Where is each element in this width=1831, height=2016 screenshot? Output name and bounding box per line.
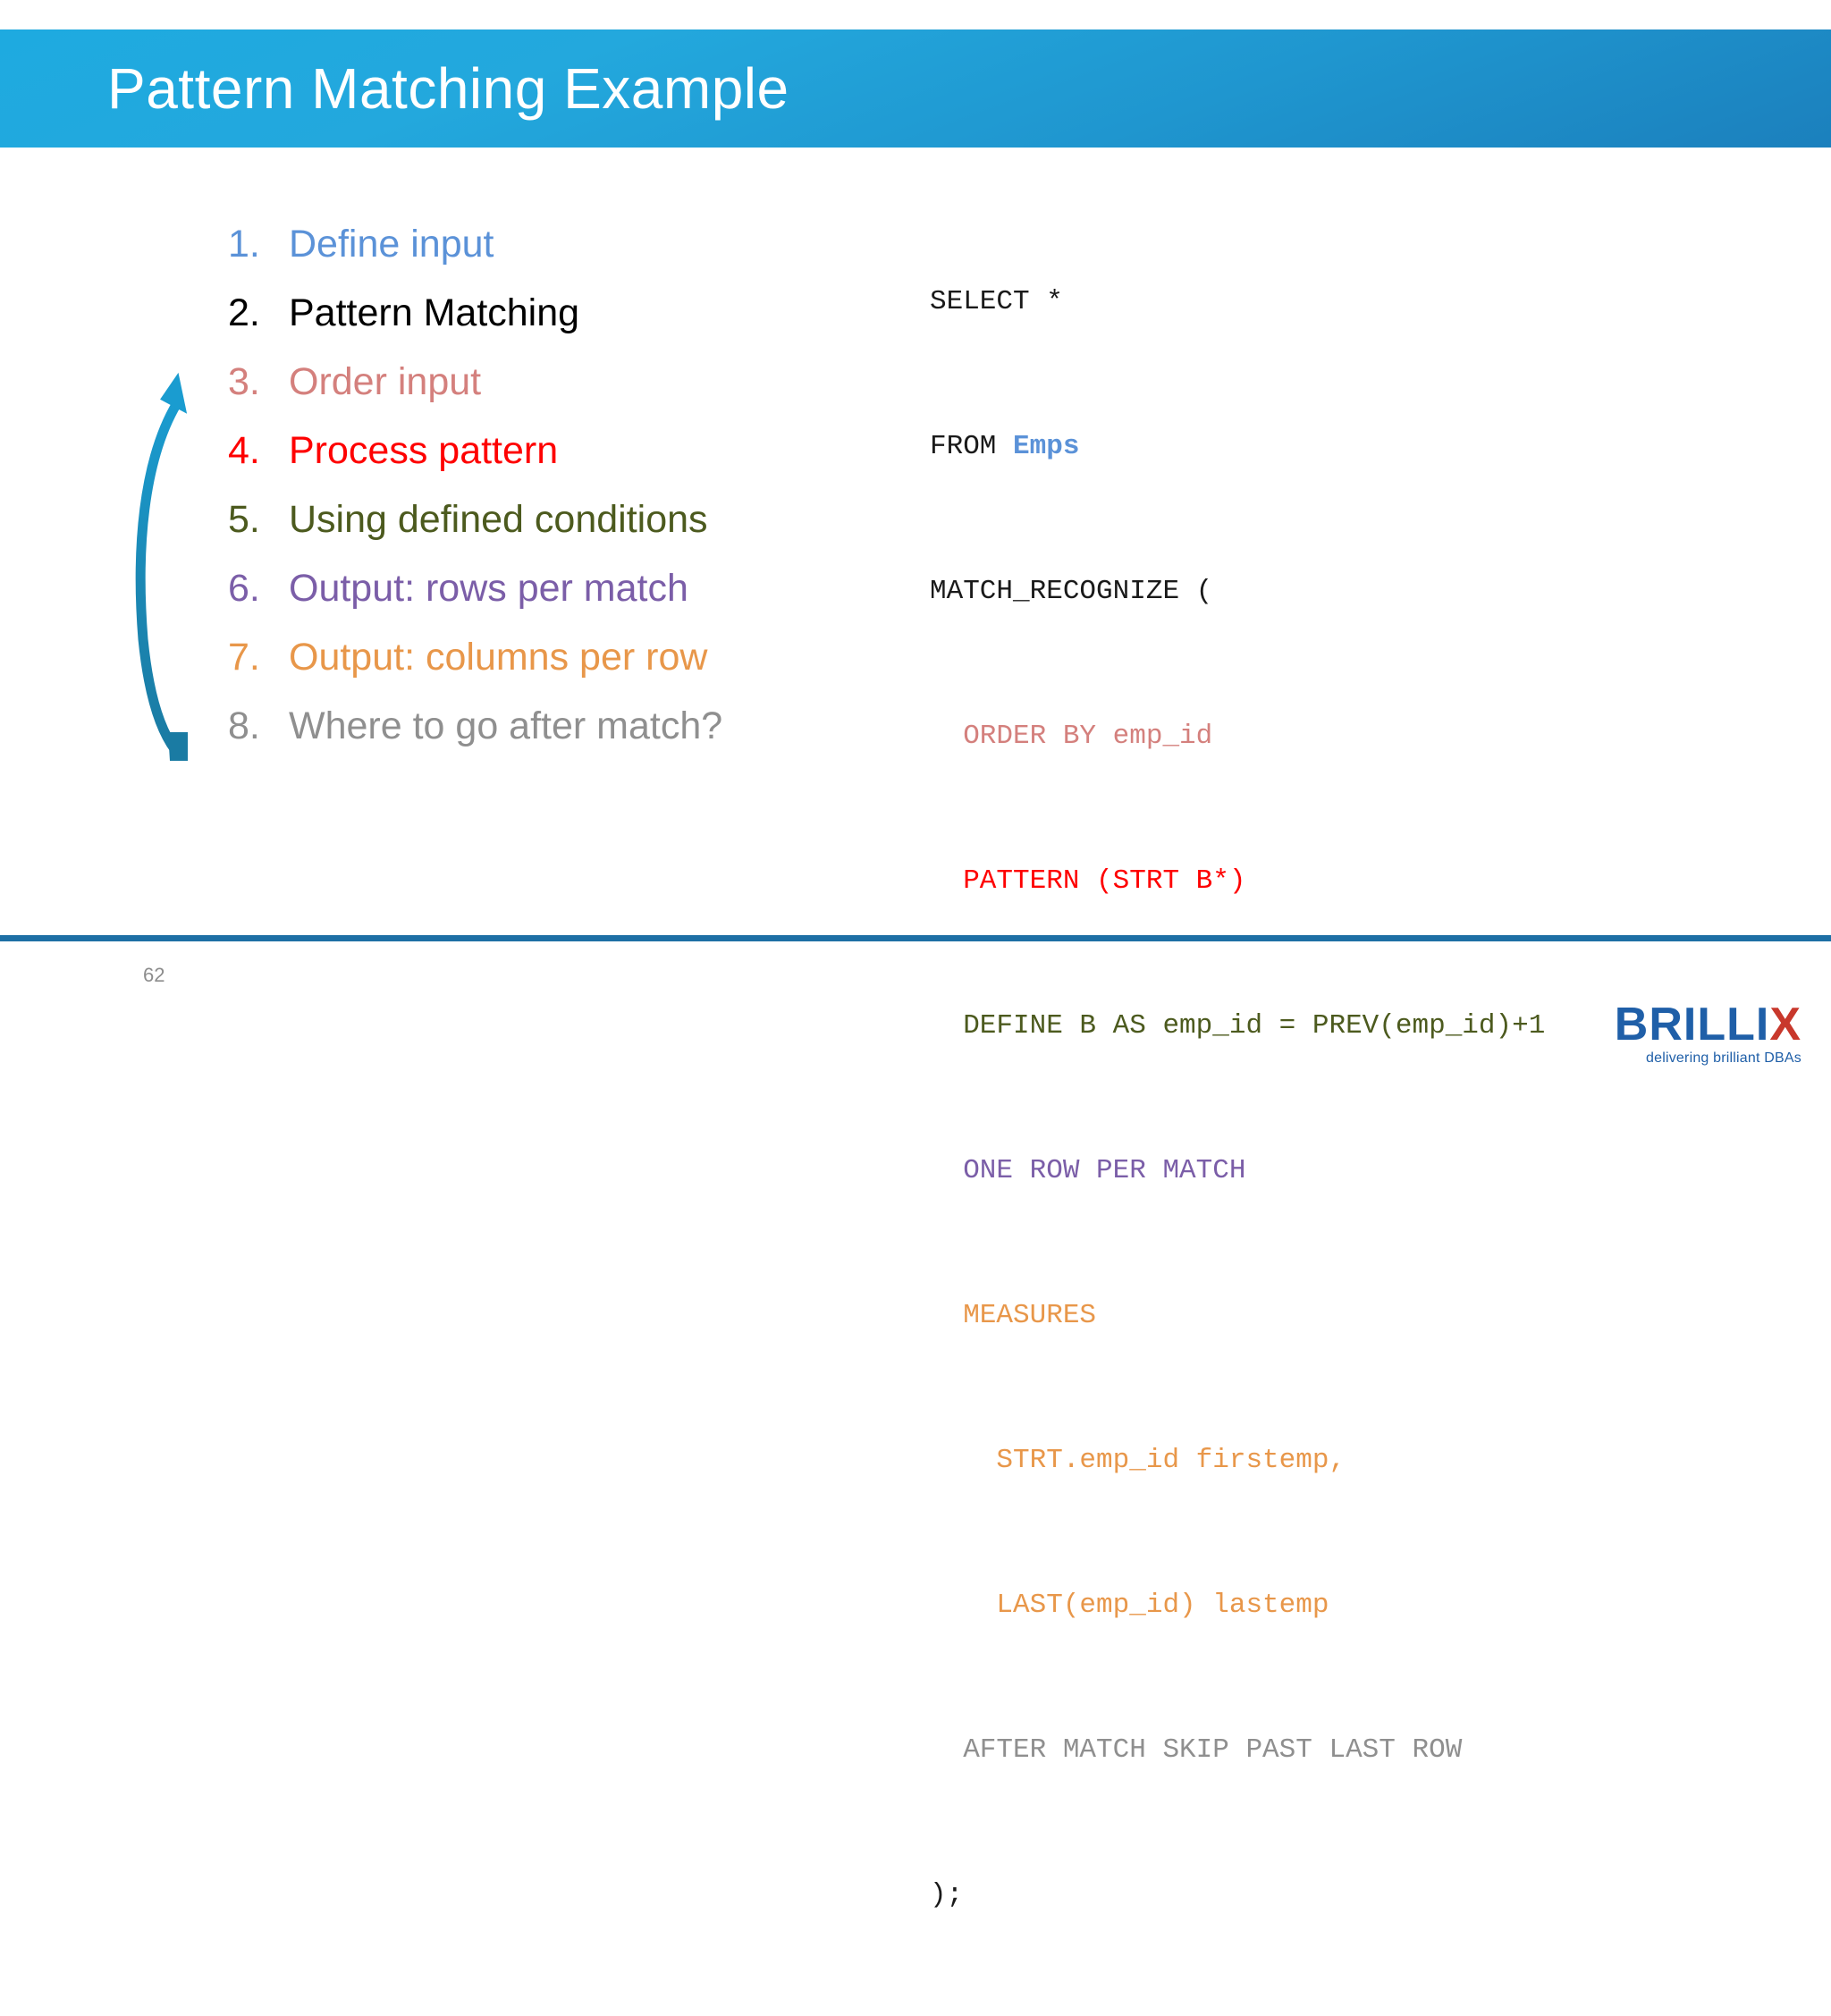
sql-code-block: SELECT * FROM Emps MATCH_RECOGNIZE ( ORD… — [930, 181, 1734, 2016]
code-line: SELECT * — [930, 278, 1734, 326]
list-item[interactable]: 4. Process pattern — [228, 417, 872, 485]
logo-tagline: delivering brilliant DBAs — [1646, 1050, 1801, 1066]
logo-word-main: BRILLI — [1614, 999, 1770, 1050]
code-token: LAST(emp_id) lastemp — [930, 1590, 1329, 1621]
sidebar-item-label: Define input — [289, 223, 494, 266]
code-line: PATTERN (STRT B*) — [930, 857, 1734, 906]
code-token: AFTER MATCH SKIP PAST LAST ROW — [930, 1734, 1463, 1766]
code-token: SELECT * — [930, 286, 1063, 317]
list-item-number: 4. — [228, 429, 260, 472]
sidebar-item-label: Process pattern — [289, 429, 559, 472]
step-list: 1. Define input 2. Pattern Matching 3. O… — [228, 210, 872, 761]
list-item-number: 7. — [228, 636, 260, 679]
list-item-number: 6. — [228, 567, 260, 610]
list-item[interactable]: 6. Output: rows per match — [228, 554, 872, 623]
list-item[interactable]: 2. Pattern Matching — [228, 279, 872, 348]
code-token: MEASURES — [930, 1300, 1097, 1331]
code-line: AFTER MATCH SKIP PAST LAST ROW — [930, 1726, 1734, 1775]
title-banner: Pattern Matching Example — [0, 30, 1831, 148]
code-token: MATCH_RECOGNIZE ( — [930, 576, 1213, 607]
brillix-logo: BRILLIX delivering brilliant DBAs — [1551, 1001, 1801, 1073]
list-item[interactable]: 3. Order input — [228, 348, 872, 417]
list-item-number: 2. — [228, 291, 260, 334]
code-token: ONE ROW PER MATCH — [930, 1155, 1246, 1186]
footer-divider — [0, 935, 1831, 941]
sidebar-item-label: Order input — [289, 360, 482, 403]
page-number: 62 — [143, 964, 165, 986]
list-item[interactable]: 7. Output: columns per row — [228, 623, 872, 692]
code-token: PATTERN (STRT B*) — [930, 865, 1246, 897]
code-token: STRT.emp_id firstemp, — [930, 1445, 1346, 1476]
code-token-table-name: Emps — [1013, 431, 1080, 462]
list-item[interactable]: 5. Using defined conditions — [228, 485, 872, 554]
code-line: ); — [930, 1871, 1734, 1919]
code-line: ORDER BY emp_id — [930, 713, 1734, 761]
sidebar-item-label: Output: rows per match — [289, 567, 688, 610]
logo-word-accent: X — [1769, 999, 1801, 1050]
list-item-number: 8. — [228, 704, 260, 747]
code-line: MATCH_RECOGNIZE ( — [930, 568, 1734, 616]
code-token: ORDER BY emp_id — [930, 721, 1213, 752]
list-item-number: 1. — [228, 223, 260, 266]
logo-wordmark: BRILLIX — [1551, 1001, 1801, 1048]
list-item[interactable]: 1. Define input — [228, 210, 872, 279]
code-token: DEFINE B AS emp_id = PREV(emp_id)+1 — [930, 1010, 1546, 1042]
list-item-number: 5. — [228, 498, 260, 541]
code-line: FROM Emps — [930, 423, 1734, 471]
sidebar-item-label: Output: columns per row — [289, 636, 708, 679]
footer-divider-inner — [0, 941, 1831, 944]
sidebar-item-label: Where to go after match? — [289, 704, 723, 747]
code-line: STRT.emp_id firstemp, — [930, 1437, 1734, 1485]
list-item[interactable]: 8. Where to go after match? — [228, 692, 872, 761]
code-line: MEASURES — [930, 1292, 1734, 1340]
code-token: ); — [930, 1879, 964, 1911]
code-line: ONE ROW PER MATCH — [930, 1147, 1734, 1195]
sidebar-item-label: Using defined conditions — [289, 498, 708, 541]
code-line: LAST(emp_id) lastemp — [930, 1582, 1734, 1630]
sidebar-item-label: Pattern Matching — [289, 291, 580, 334]
list-item-number: 3. — [228, 360, 260, 403]
page-title: Pattern Matching Example — [107, 56, 789, 121]
slide-body: 1. Define input 2. Pattern Matching 3. O… — [0, 148, 1831, 1911]
code-token: FROM — [930, 431, 1014, 462]
